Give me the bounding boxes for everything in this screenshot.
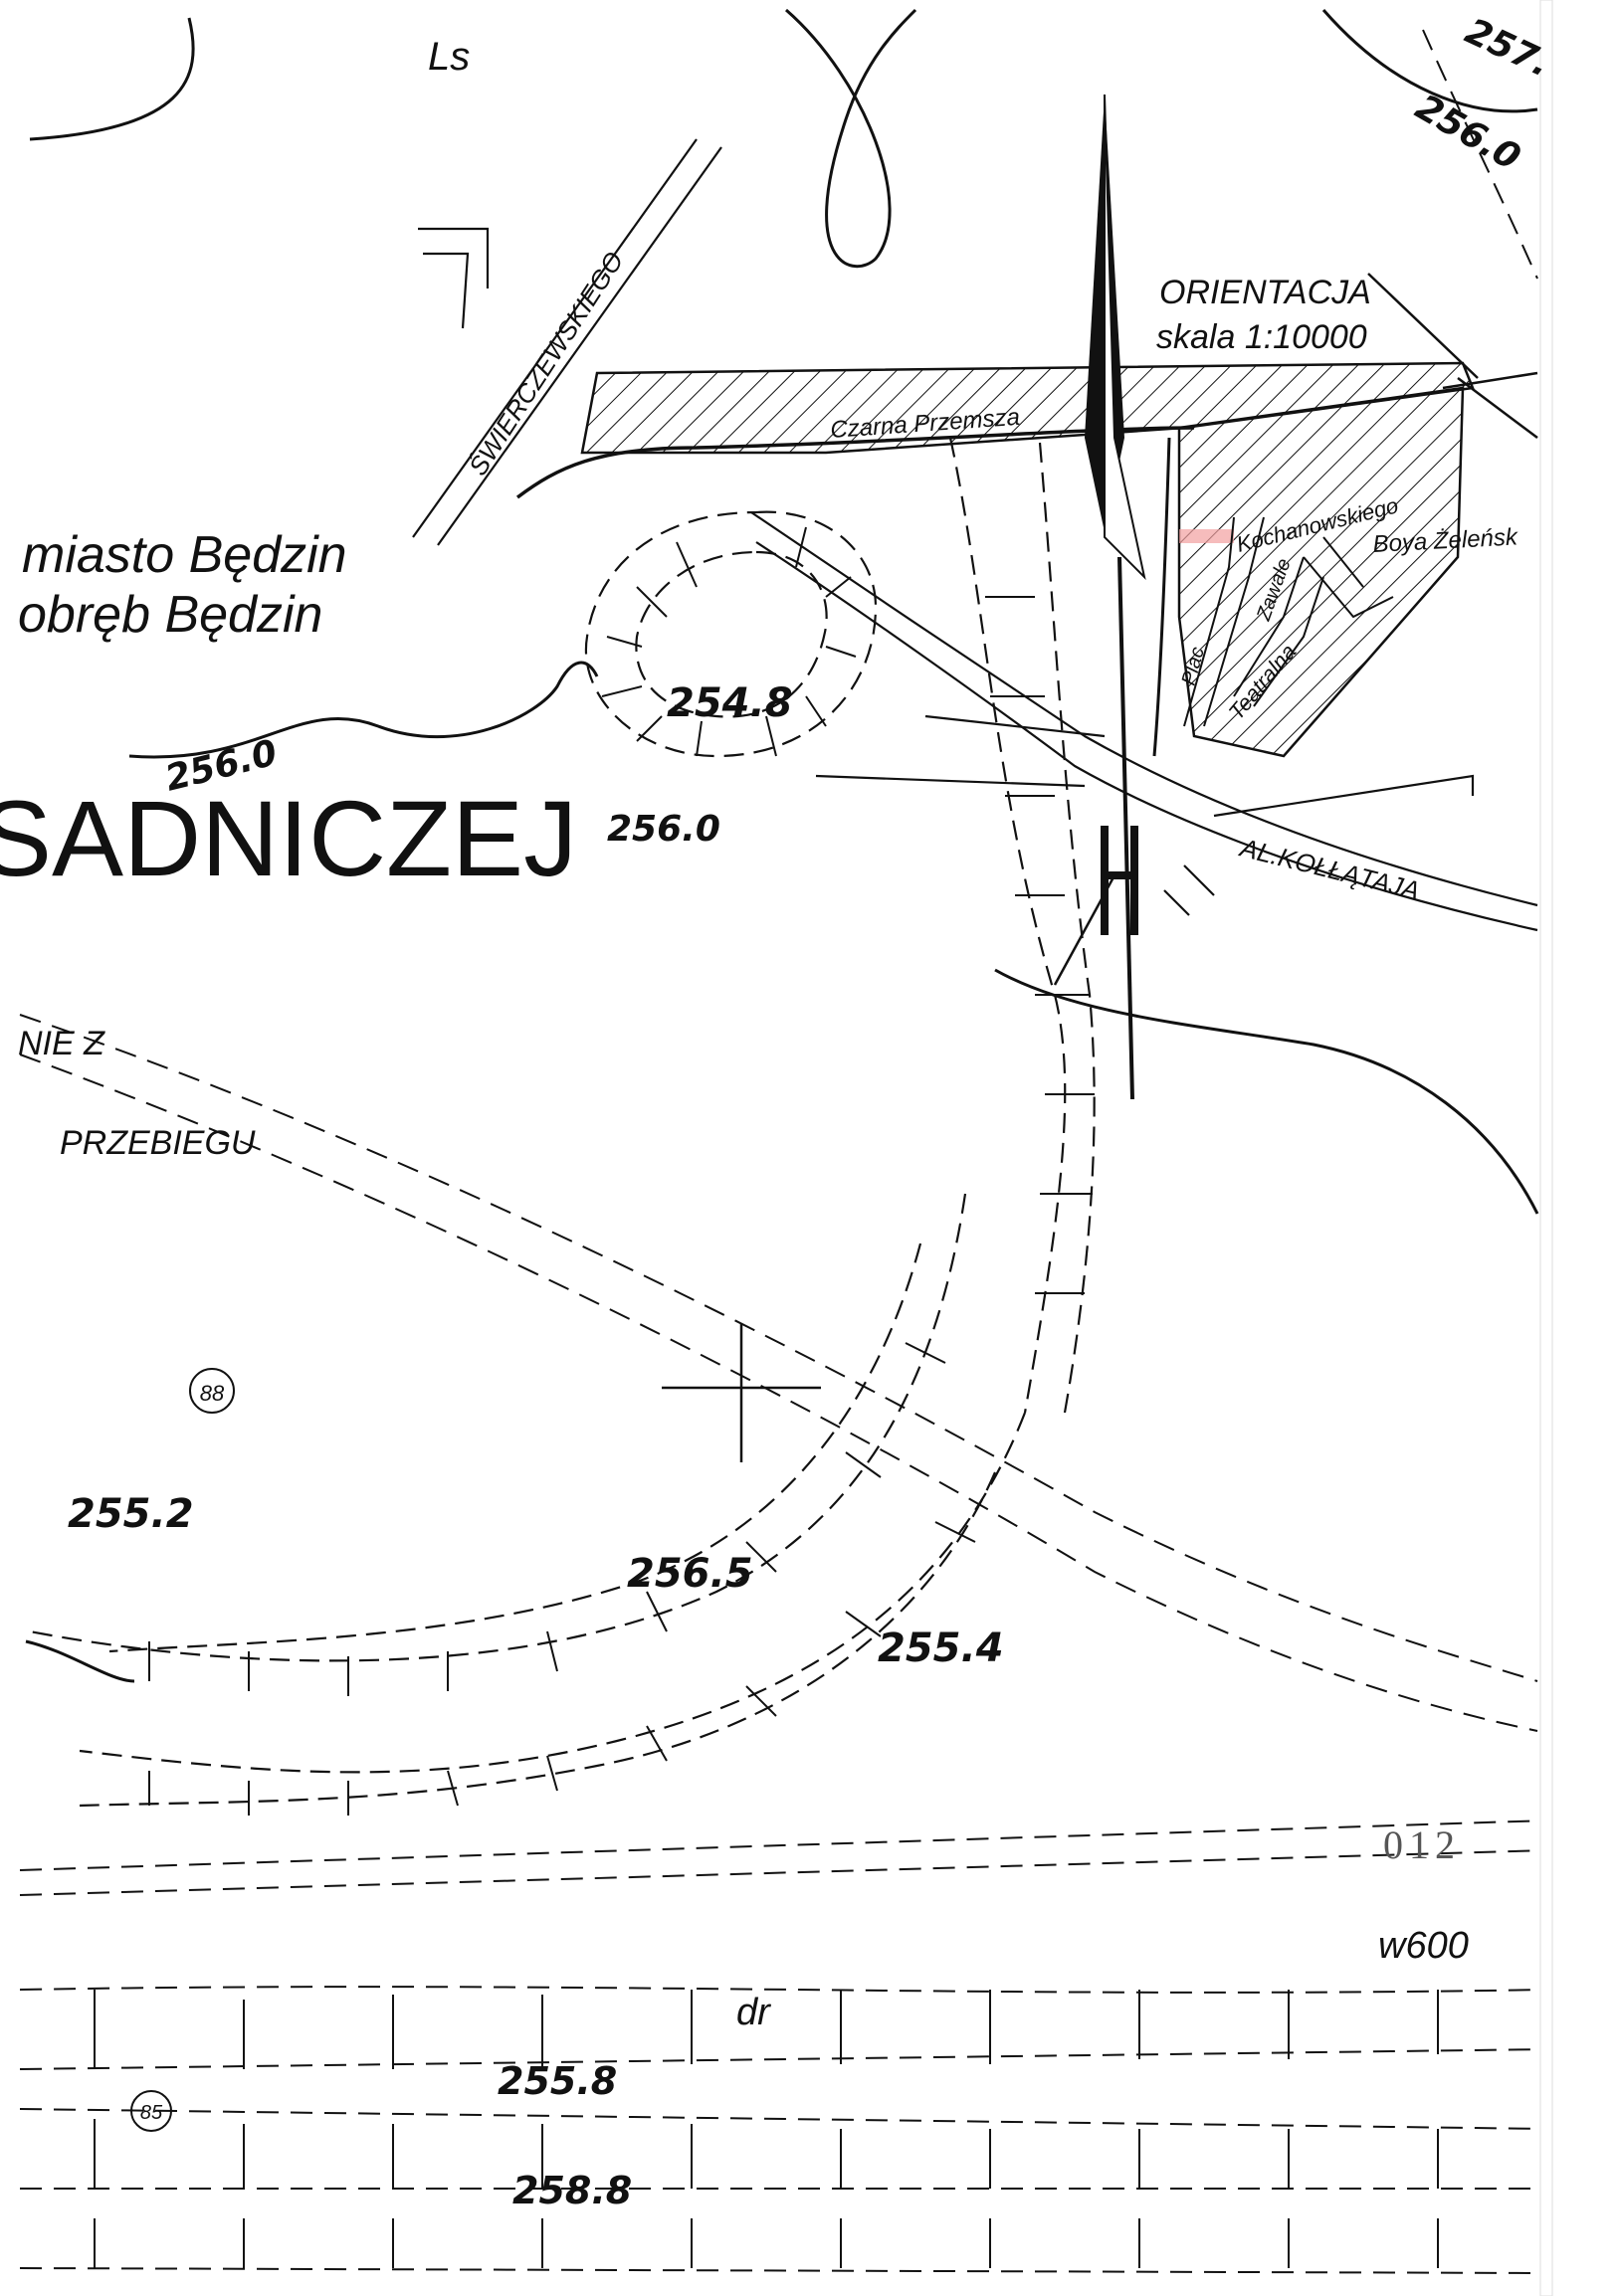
admin-line2: obręb Będzin (18, 586, 322, 644)
parcel-85: 85 (130, 2090, 172, 2132)
street-kollataja: AL.KOŁŁĄTAJA (1236, 832, 1423, 905)
north-arrow-scale: skala 1:10000 (1156, 318, 1367, 356)
elev-256-5: 256.5 (627, 1551, 753, 1597)
north-arrow-title: ORIENTACJA (1159, 274, 1371, 311)
embankments (29, 437, 1096, 1808)
sheet-border (1539, 0, 1553, 2296)
bottom-grid (94, 1990, 1439, 2268)
label-ls: Ls (428, 35, 470, 79)
admin-line1: miasto Będzin (22, 526, 347, 584)
elev-256-top: 256.0 (1409, 87, 1527, 178)
label-przebiegu: PRZEBIEGU (60, 1124, 256, 1162)
parcel-88: 88 (189, 1368, 235, 1414)
sheet-number: 012 (1383, 1822, 1461, 1867)
elev-258-8: 258.8 (512, 2169, 632, 2212)
contour-lines (25, 8, 1539, 1683)
svg-text:85: 85 (140, 2102, 163, 2124)
elev-255-8: 255.8 (498, 2059, 617, 2103)
big-area-label: SADNICZEJ (0, 778, 577, 898)
elev-255-4: 255.4 (878, 1626, 1004, 1671)
label-nie: NIE Z (18, 1025, 105, 1062)
elev-256-mid: 256.0 (607, 809, 720, 850)
svg-text:88: 88 (200, 1381, 225, 1406)
dashed-lines (19, 29, 1548, 2274)
elev-254-8: 254.8 (667, 680, 793, 726)
roads (412, 138, 1538, 932)
north-arrow-icon (1085, 94, 1146, 1100)
label-dr: dr (736, 1992, 771, 2033)
label-w600: w600 (1378, 1925, 1469, 1967)
elev-255-2: 255.2 (68, 1491, 194, 1537)
embankment-ticks (148, 526, 1095, 1816)
